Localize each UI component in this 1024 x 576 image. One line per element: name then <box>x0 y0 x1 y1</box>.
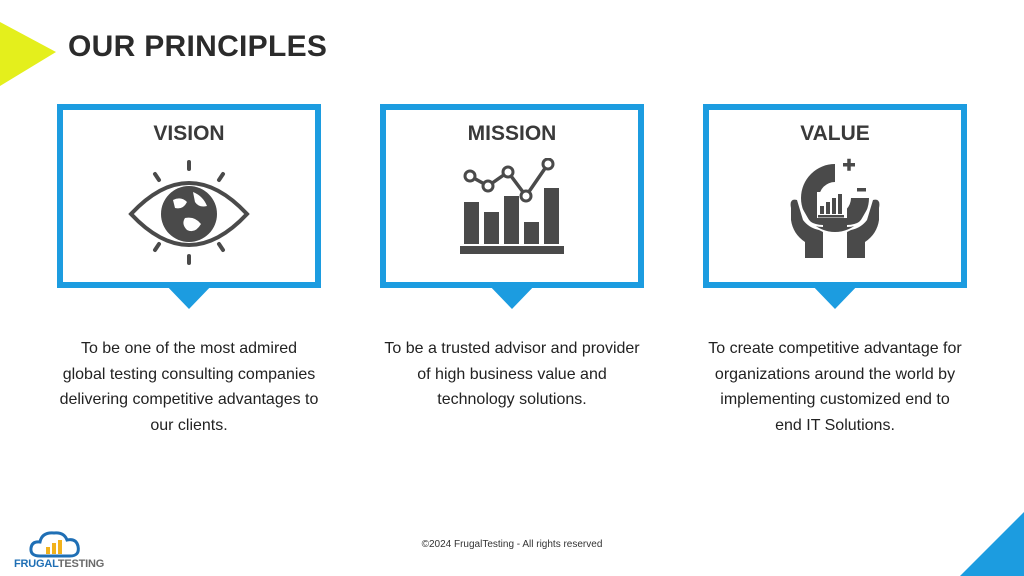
value-description: To create competitive advantage for orga… <box>708 340 962 434</box>
vision-card-pointer <box>163 282 215 309</box>
vision-description: To be one of the most admired global tes… <box>59 340 319 434</box>
mission-heading: MISSION <box>467 122 557 145</box>
eye-globe-icon <box>128 160 250 265</box>
mission-card-pointer <box>486 282 538 309</box>
logo-wordmark: FRUGALTESTING <box>14 558 104 570</box>
footer-copyright: ©2024 FrugalTesting - All rights reserve… <box>421 539 603 550</box>
hands-chart-icon <box>790 158 880 258</box>
page-title: OUR PRINCIPLES <box>68 30 328 63</box>
frugaltesting-logo[interactable]: FRUGALTESTING <box>14 528 104 572</box>
value-card-pointer <box>809 282 861 309</box>
value-heading: VALUE <box>800 122 870 145</box>
logo-text-frugal: FRUGAL <box>14 558 58 570</box>
logo-text-testing: TESTING <box>57 558 105 570</box>
value-card: VALUE <box>703 104 967 288</box>
vision-card: VISION <box>57 104 321 288</box>
mission-description: To be a trusted advisor and provider of … <box>384 340 640 408</box>
corner-decoration-bottom-right <box>960 512 1024 576</box>
corner-decoration-top-left <box>0 22 56 86</box>
mission-card: MISSION <box>380 104 644 288</box>
bar-line-chart-icon <box>460 158 564 254</box>
vision-heading: VISION <box>153 122 225 145</box>
cloud-chart-logo-icon <box>29 531 80 558</box>
